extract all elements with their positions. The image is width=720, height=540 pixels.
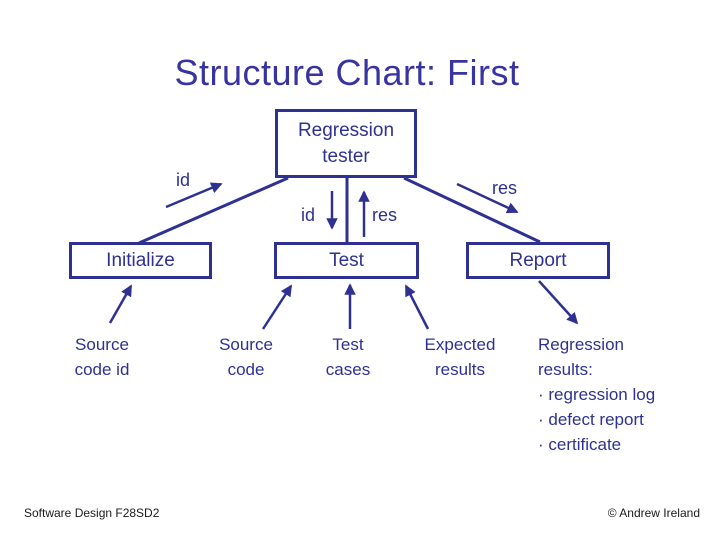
output-arrow-regression-results bbox=[538, 280, 579, 325]
data-label-test-cases: Test cases bbox=[325, 335, 371, 379]
flow-arrow-id-up-left bbox=[165, 182, 223, 209]
input-arrow-expected-results bbox=[404, 284, 430, 330]
call-line-tester-initialize bbox=[138, 176, 289, 245]
module-box-test: Test bbox=[274, 242, 419, 279]
flow-arrow-res-down-right bbox=[456, 182, 519, 214]
data-label-expected-results: Expected results bbox=[424, 335, 496, 379]
flow-label-id-center: id bbox=[301, 205, 316, 225]
input-arrow-source-code-id bbox=[108, 284, 133, 324]
flow-label-res-right: res bbox=[492, 178, 518, 198]
flow-label-res-center: res bbox=[372, 205, 398, 225]
page-title: Structure Chart: First bbox=[174, 52, 520, 93]
data-label-source-code-id: Source code id bbox=[74, 335, 130, 379]
module-box-initialize: Initialize bbox=[69, 242, 212, 279]
flow-label-id-left: id bbox=[176, 170, 191, 190]
footer-copyright: © Andrew Ireland bbox=[607, 506, 700, 520]
module-box-regression-tester: Regression tester bbox=[275, 109, 417, 178]
footer-course-label: Software Design F28SD2 bbox=[24, 506, 160, 520]
data-label-source-code: Source code bbox=[219, 335, 273, 379]
module-box-report: Report bbox=[466, 242, 610, 279]
data-label-regression-results: Regression results: · regression log · d… bbox=[538, 335, 656, 454]
input-arrow-source-code bbox=[261, 284, 293, 330]
call-line-tester-report bbox=[403, 176, 541, 244]
